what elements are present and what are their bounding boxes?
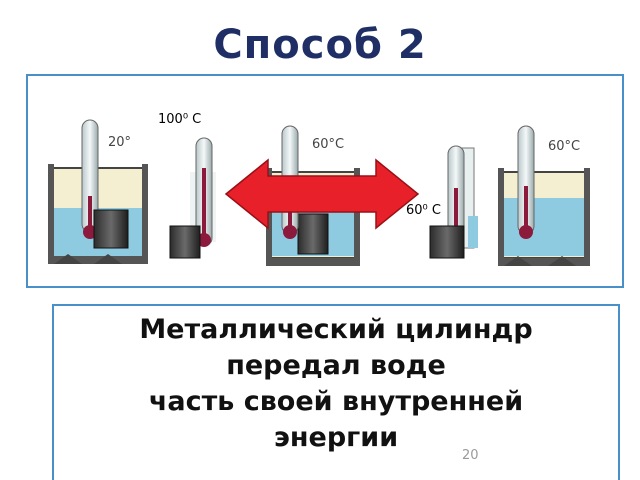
slide-number: 20	[462, 448, 479, 463]
caption-line: энергии	[273, 422, 399, 453]
caption-line: Металлический цилиндр	[139, 314, 533, 345]
hot-cylinder-temp-label: 100⁰ С	[158, 112, 201, 127]
beaker-final	[498, 125, 590, 266]
caption-line: часть своей внутренней	[148, 386, 524, 417]
beaker-cold-label: 20°	[108, 135, 131, 150]
beaker-heated-label: 60°C	[312, 137, 344, 152]
metal-cylinder	[93, 209, 129, 249]
heat-transfer-illustration: 20° 100⁰ С 60°C 60⁰ С	[48, 112, 590, 266]
caption-line: передал воде	[226, 350, 446, 381]
beaker-final-label: 60°C	[548, 139, 580, 154]
slide-title: Способ 2	[213, 22, 427, 68]
caption-text: Металлический цилиндр передал воде часть…	[52, 312, 620, 456]
hot-cylinder-group	[169, 137, 216, 259]
double-arrow-icon	[224, 158, 420, 230]
cooled-cylinder-temp-label: 60⁰ С	[406, 203, 441, 218]
caption-frame	[52, 304, 620, 480]
cooled-cylinder-group	[429, 145, 478, 259]
